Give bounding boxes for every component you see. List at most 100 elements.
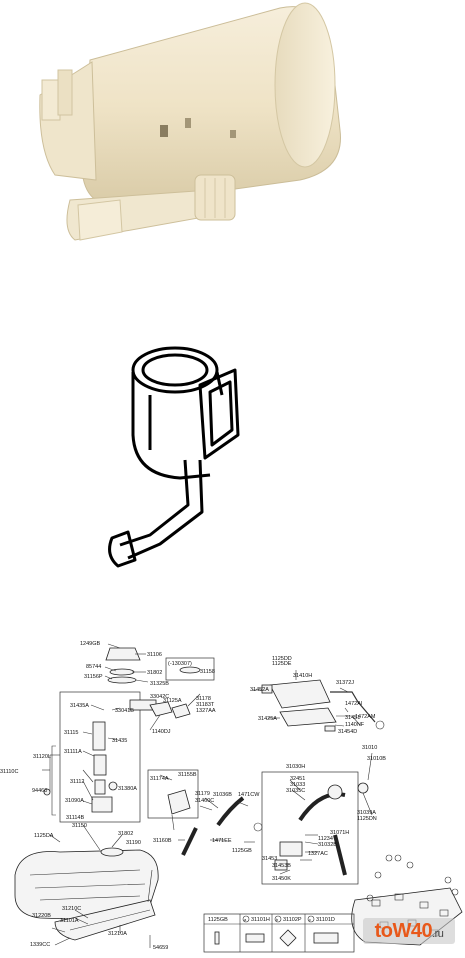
- hose-31036b: [216, 796, 245, 827]
- part-31190: [100, 847, 124, 857]
- part-label: 31032B: [318, 842, 337, 848]
- part-31111a: [93, 754, 107, 776]
- part-label: 31802: [147, 670, 162, 676]
- part-label: 31112: [70, 779, 84, 785]
- part-label: 1140NF: [345, 722, 365, 728]
- part-label: 31210C: [62, 906, 81, 912]
- cover-icon: [313, 932, 339, 944]
- part-label: 31802: [118, 831, 133, 837]
- legend-label: 31101H: [251, 917, 270, 923]
- part-label: 1327AC: [308, 851, 328, 857]
- part-label: 31425A: [258, 716, 277, 722]
- part-32451: [327, 784, 343, 800]
- part-31115: [92, 721, 106, 751]
- part-label: 1472AI: [345, 701, 363, 707]
- part-label: 33041B: [115, 708, 134, 714]
- part-label: 31460C: [195, 798, 214, 804]
- part-label: 31220B: [32, 913, 51, 919]
- part-label: 1472AM: [355, 714, 376, 720]
- pad-icon: [245, 933, 265, 943]
- part-31380a: [108, 781, 118, 791]
- part-label: 33042C: [150, 694, 169, 700]
- part-sketch: [0, 300, 465, 630]
- part-label: 31010B: [367, 756, 386, 762]
- part-31454d: [324, 725, 336, 732]
- part-label: 31125A: [163, 698, 182, 704]
- part-label: 1339CC: [30, 942, 50, 948]
- part-label: 1471EE: [212, 838, 232, 844]
- part-label: 1125DE: [272, 661, 292, 667]
- part-label: 31114B: [66, 815, 84, 821]
- legend-label: 1125GB: [208, 917, 228, 923]
- part-label: 1140DJ: [152, 729, 171, 735]
- part-label: 31010: [362, 745, 377, 751]
- part-label: 94460: [32, 788, 47, 794]
- legend-label: 31101D: [316, 917, 335, 923]
- part-label: 31453B: [272, 863, 291, 869]
- legend-label: b: [276, 917, 279, 922]
- part-label: 31410H: [293, 673, 312, 679]
- part-label: 54659: [153, 945, 168, 951]
- part-label: 1125DN: [357, 816, 377, 822]
- part-label: 1327AA: [196, 708, 216, 714]
- part-label: 31035C: [286, 788, 305, 794]
- part-label: 31451: [345, 715, 360, 721]
- part-31178: [171, 703, 191, 719]
- fuel-filter-outline: [108, 346, 240, 568]
- legend-label: c: [309, 917, 311, 922]
- part-label: 31372J: [336, 680, 354, 686]
- filler-hose: [333, 834, 347, 876]
- part-label: 31183T: [196, 702, 215, 708]
- part-label: 31155B: [178, 772, 197, 778]
- part-label: 31156P: [84, 674, 103, 680]
- part-label: 31210A: [108, 931, 127, 937]
- heat-shield-31210a: [54, 899, 156, 941]
- fuel-filter-photo: [39, 2, 341, 241]
- part-label: 31106: [147, 652, 162, 658]
- part-label: 31120L: [33, 754, 51, 760]
- part-31452a: [261, 684, 273, 694]
- part-31125a: [149, 701, 173, 717]
- parts-diagram-svg: 1249GB31106857443180231156P31325B(-13030…: [0, 641, 463, 953]
- part-31425a: [279, 707, 337, 727]
- part-31158: [179, 666, 201, 674]
- part-label: 11234: [318, 836, 333, 842]
- part-label: 31435: [112, 738, 127, 744]
- product-photo: [0, 0, 465, 300]
- diamond-pad-icon: [279, 929, 297, 947]
- legend-label: a: [244, 917, 247, 922]
- part-label: 31036B: [213, 792, 232, 798]
- part-label: 31178: [196, 696, 211, 702]
- part-31114b: [91, 796, 113, 813]
- part-label: 31158: [200, 669, 215, 675]
- watermark-brand: toW40: [374, 920, 433, 942]
- part-31410h: [269, 679, 331, 709]
- part-label: 31090A: [65, 798, 84, 804]
- legend-label: 31102P: [283, 917, 302, 923]
- part-31156p: [107, 676, 137, 684]
- part-31453: [274, 859, 288, 871]
- part-label: 31190: [126, 840, 141, 846]
- part-label: 1471CW: [238, 792, 260, 798]
- legend-table: [203, 913, 355, 953]
- part-label: 1249GB: [80, 641, 101, 647]
- part-label: 31111A: [64, 749, 82, 755]
- site-watermark: toW40.ru: [363, 918, 455, 944]
- part-label: 31435A: [70, 703, 89, 709]
- part-label: 31030H: [286, 764, 305, 770]
- part-label: (-130307): [168, 661, 192, 667]
- part-31106: [105, 647, 141, 661]
- part-label: 31071H: [330, 830, 349, 836]
- part-label: 31179: [195, 791, 210, 797]
- part-label: 31454D: [338, 729, 357, 735]
- part-label: 1125GB: [232, 848, 252, 854]
- part-label: 1125DD: [272, 656, 292, 662]
- part-31179: [167, 789, 191, 815]
- part-label: 85744: [86, 664, 101, 670]
- part-31010b: [357, 782, 369, 794]
- part-label: 31033: [290, 782, 305, 788]
- part-label: 1125DA: [34, 833, 54, 839]
- part-label: 31150: [72, 823, 87, 829]
- part-label: 31110C: [0, 769, 18, 775]
- watermark-suffix: .ru: [432, 928, 444, 940]
